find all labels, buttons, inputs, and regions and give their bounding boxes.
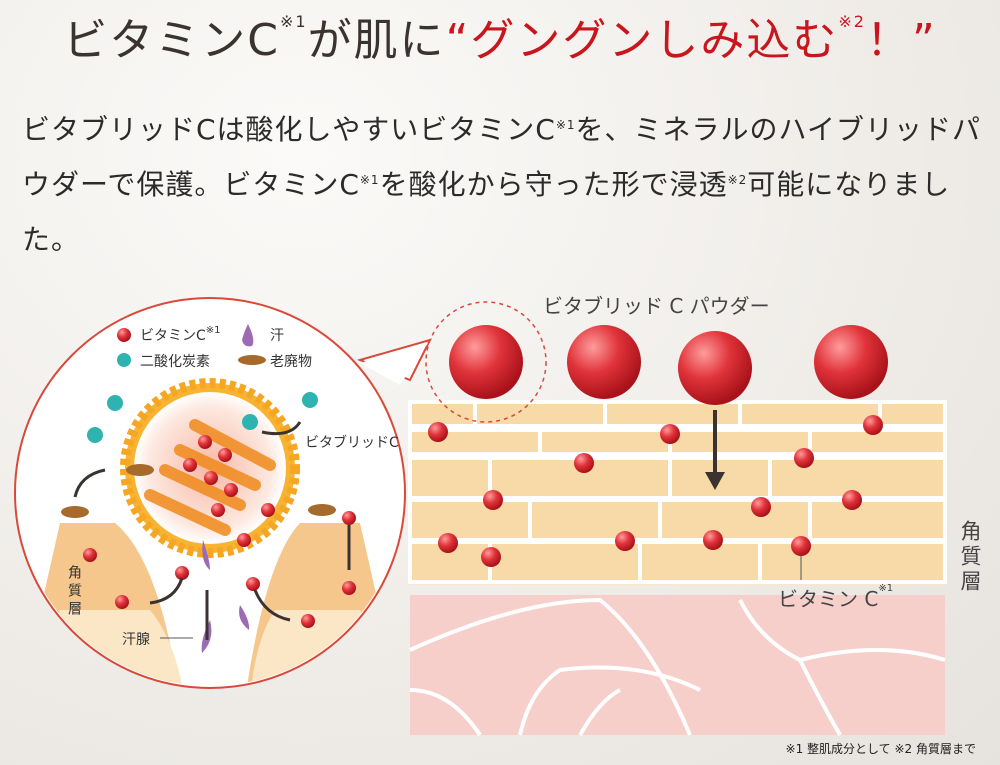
legend-vitamin-c: ビタミンC※1	[140, 325, 221, 344]
legend-sweat: 汗	[270, 328, 284, 344]
legend-co2: 二酸化炭素	[140, 354, 210, 370]
vitamin-c-label: ビタミン C※1	[778, 583, 894, 611]
waste-legend-icon	[238, 355, 266, 365]
sweat-gland-label: 汗腺	[122, 632, 150, 648]
zoom-bubble	[14, 297, 432, 689]
description: ビタブリッドCは酸化しやすいビタミンC※1を、ミネラルのハイブリッドパウダーで保…	[22, 113, 981, 256]
co2-legend-icon	[117, 353, 131, 367]
vitamin-c-legend-icon	[117, 328, 131, 342]
vitamin-c-particles	[428, 415, 883, 567]
vitabrid-powder-spheres	[425, 301, 888, 423]
legend-waste: 老廃物	[270, 354, 312, 370]
footnote: ※1 整肌成分として ※2 角質層まで	[785, 742, 976, 756]
skin-block	[408, 400, 947, 737]
penetration-arrow	[705, 410, 725, 490]
powder-label: ビタブリッド C パウダー	[543, 294, 770, 318]
stratum-label-zoom: 角質層	[66, 565, 82, 619]
sweat-legend-icon	[242, 324, 254, 347]
stratum-label: 角質層	[958, 520, 982, 595]
vitabrid-c-label: ビタブリッドC	[305, 435, 399, 451]
headline: ビタミンC※1が肌に“グングンしみ込む※2！”	[63, 12, 937, 66]
